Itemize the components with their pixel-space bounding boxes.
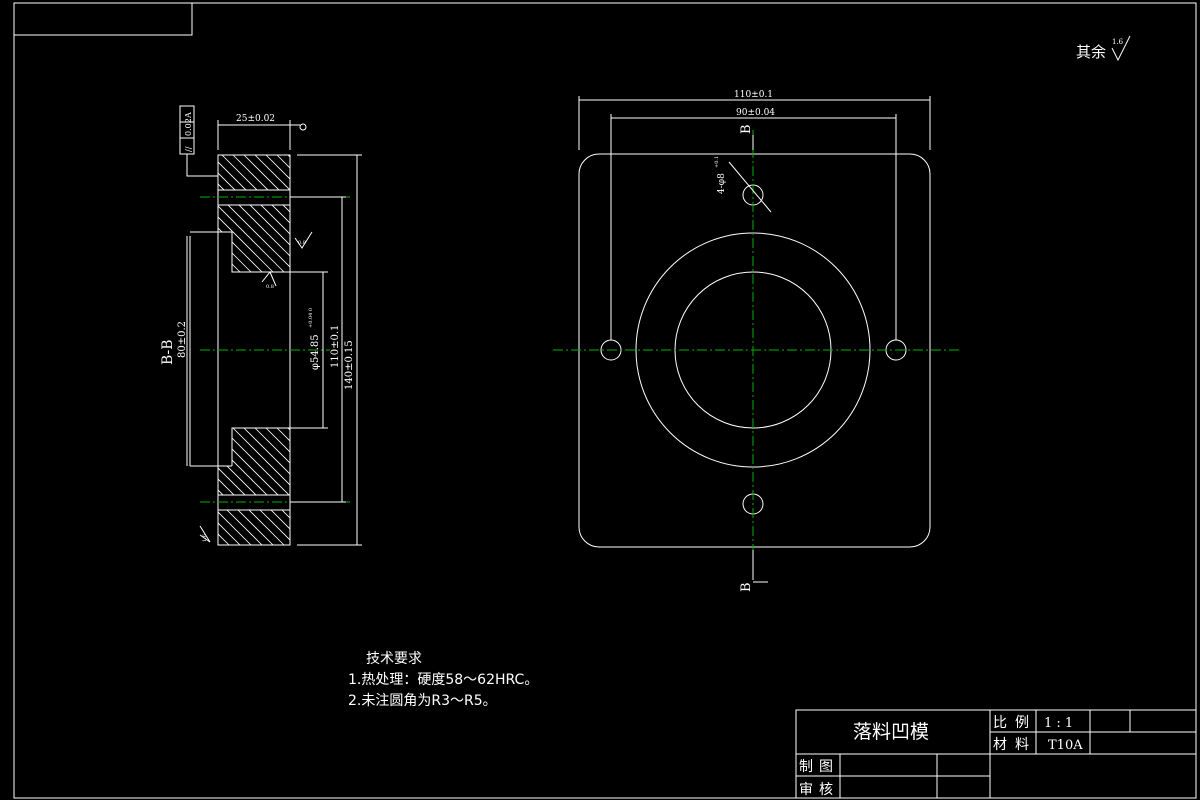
hole-callout: 4-φ8 bbox=[717, 173, 727, 194]
hatch-line bbox=[243, 428, 290, 475]
tolerance-value: 0.02 bbox=[184, 118, 193, 136]
hatch-line bbox=[218, 522, 241, 545]
hatch-line bbox=[218, 183, 290, 257]
dim-overall-width: 110±0.1 bbox=[734, 90, 773, 100]
tolerance-frame: A 0.02 // bbox=[179, 105, 218, 177]
hatch-line bbox=[232, 428, 290, 486]
dim-inner-height: 80±0.2 bbox=[177, 321, 188, 358]
section-outline bbox=[217, 154, 291, 546]
hatch-line bbox=[218, 172, 290, 246]
hatch-line bbox=[354, 428, 471, 545]
hatch-line bbox=[321, 428, 438, 545]
hatch-top bbox=[218, 155, 515, 272]
hatch-line bbox=[398, 428, 515, 545]
material-label: 材料 bbox=[993, 737, 1037, 753]
hatch-line bbox=[343, 155, 460, 272]
hatch-line bbox=[398, 155, 515, 272]
hatch-line bbox=[343, 428, 460, 545]
hatch-line bbox=[354, 155, 471, 272]
title-block: 落料凹模 比例 1 : 1 材料 T10A 制图 审核 bbox=[795, 709, 1197, 799]
hatch-line bbox=[310, 428, 427, 545]
hatch-line bbox=[218, 511, 252, 545]
hatch-line bbox=[376, 155, 493, 272]
hatch-line bbox=[265, 428, 290, 453]
hatch-line bbox=[218, 500, 263, 545]
hatch-line bbox=[376, 428, 493, 545]
hatch-line bbox=[332, 155, 449, 272]
section-marker-top: B bbox=[739, 124, 754, 134]
dim-cavity-tol: +0.04 0 bbox=[308, 308, 314, 328]
hatch-line bbox=[218, 467, 290, 541]
hatch-line bbox=[387, 428, 504, 545]
hatch-line bbox=[321, 155, 438, 272]
hatch-line bbox=[221, 428, 290, 497]
drawing-border bbox=[13, 2, 1197, 799]
scale-value: 1 : 1 bbox=[1044, 716, 1073, 731]
hatch-line bbox=[221, 155, 290, 224]
hatch-line bbox=[310, 155, 427, 272]
dim-plan-hole-spacing: 90±0.04 bbox=[736, 108, 775, 118]
material-value: T10A bbox=[1048, 738, 1083, 753]
surface-note-roughness: 1.6 bbox=[1112, 38, 1124, 46]
tech-req-heading: 技术要求 bbox=[366, 651, 422, 667]
surface-note: 其余 1.6 bbox=[1076, 35, 1131, 62]
hatch-line bbox=[287, 428, 290, 431]
section-label: B-B bbox=[160, 339, 176, 365]
hatch-line bbox=[218, 456, 290, 530]
hatch-line bbox=[218, 216, 274, 272]
surface-note-label: 其余 bbox=[1076, 43, 1106, 61]
roughness-symbol-icon bbox=[1111, 35, 1131, 62]
hatch-line bbox=[218, 533, 230, 545]
roughness-b: 0.8 bbox=[266, 284, 274, 290]
hatch-line bbox=[265, 155, 290, 180]
hatch-line bbox=[365, 428, 482, 545]
hatch-line bbox=[365, 155, 482, 272]
checked-by-label: 审核 bbox=[799, 782, 839, 798]
tech-req-item-1: 1.热处理：硬度58～62HRC。 bbox=[348, 672, 538, 688]
dim-outer: 140±0.15 bbox=[344, 340, 355, 390]
roughness-c: 1.6 bbox=[202, 534, 208, 542]
hatch-line bbox=[276, 155, 290, 169]
hatch-line bbox=[218, 205, 285, 272]
tech-req-item-2: 2.未注圆角为R3～R5。 bbox=[348, 693, 497, 709]
roughness-a: 0.8 bbox=[298, 240, 306, 246]
hatch-line bbox=[254, 428, 290, 464]
hatch-line bbox=[218, 227, 263, 272]
drawing-code-box bbox=[13, 2, 193, 36]
hatch-line bbox=[276, 428, 290, 442]
hatch-line bbox=[218, 260, 230, 272]
hatch-line bbox=[218, 161, 290, 235]
plan-view: B B 110±0.1 90±0.04 4-φ8 +0.1 bbox=[553, 90, 962, 592]
hatch-line bbox=[254, 155, 290, 191]
hatch-line bbox=[218, 194, 290, 268]
hatch-line bbox=[287, 155, 290, 158]
section-marker-bottom: B bbox=[739, 582, 754, 592]
drawn-by-label: 制图 bbox=[799, 759, 839, 775]
tolerance-datum: A bbox=[184, 112, 193, 119]
dim-hole-spacing: 110±0.1 bbox=[330, 325, 341, 368]
scale-label: 比例 bbox=[993, 715, 1037, 731]
hatch-line bbox=[232, 155, 290, 213]
hatch-line bbox=[218, 271, 219, 272]
tolerance-symbol: // bbox=[184, 146, 193, 152]
hatch-line bbox=[218, 489, 274, 545]
hatch-bottom bbox=[218, 428, 515, 545]
technical-requirements: 技术要求 1.热处理：硬度58～62HRC。 2.未注圆角为R3～R5。 bbox=[348, 651, 538, 709]
hatch-line bbox=[218, 478, 285, 545]
hole-callout-tol: +0.1 bbox=[714, 156, 720, 168]
dim-thickness: 25±0.02 bbox=[236, 114, 275, 124]
hatch-line bbox=[243, 155, 290, 202]
section-view: 25±0.02 140±0.15 110±0.1 φ54.85 +0.04 0 … bbox=[160, 105, 515, 546]
hatch-line bbox=[332, 428, 449, 545]
dim-cavity: φ54.85 bbox=[310, 334, 321, 370]
drawing-title: 落料凹模 bbox=[853, 721, 929, 743]
hatch-line bbox=[387, 155, 504, 272]
